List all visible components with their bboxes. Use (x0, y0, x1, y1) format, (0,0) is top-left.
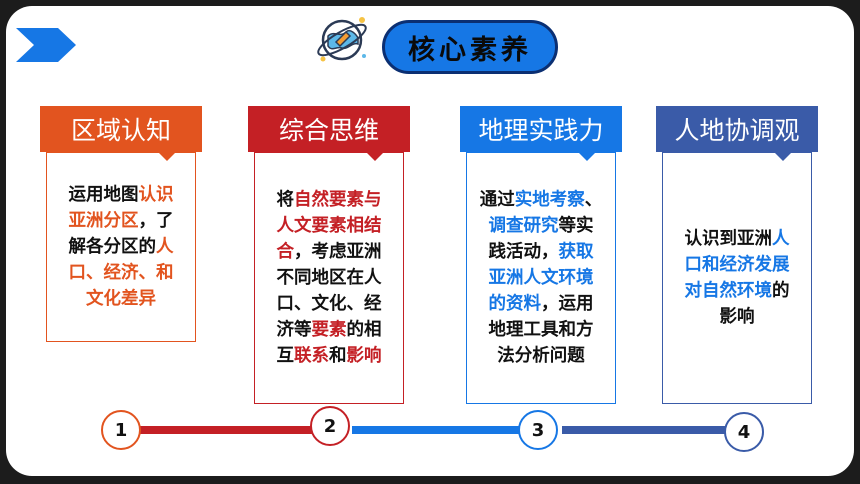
card-text-line: 认识到亚洲人 (685, 226, 790, 252)
highlight-text: 要素 (311, 320, 347, 340)
step-node-1: 1 (101, 410, 141, 450)
highlight-text: 对自然环境 (684, 281, 773, 301)
body-text: ，运用 (541, 294, 594, 314)
card-text-line: 济等要素的相 (277, 317, 382, 343)
highlight-text: 人 (772, 229, 790, 249)
card-text-line: 地理工具和方 (480, 317, 603, 343)
card-text-line: 合，考虑亚洲 (277, 239, 382, 265)
card-text-line: 文化差异 (69, 286, 174, 312)
card-text: 将自然要素与人文要素相结合，考虑亚洲不同地区在人口、文化、经济等要素的相互联系和… (277, 187, 382, 369)
body-text: 互 (276, 346, 295, 366)
highlight-text: 的资料 (488, 294, 542, 314)
body-text: 法分析问题 (497, 346, 585, 366)
card-body: 运用地图认识亚洲分区，了解各分区的人口、经济、和文化差异 (46, 152, 196, 342)
card-title: 综合思维 (248, 106, 410, 161)
card-human-land-harmony: 人地协调观 认识到亚洲人口和经济发展对自然环境的影响 (656, 106, 818, 404)
card-text-line: 调查研究等实 (480, 213, 603, 239)
card-body: 将自然要素与人文要素相结合，考虑亚洲不同地区在人口、文化、经济等要素的相互联系和… (254, 152, 404, 404)
body-text: 认识到亚洲 (684, 229, 773, 249)
highlight-text: 人 (156, 237, 174, 257)
body-text: 地理工具和方 (488, 320, 594, 340)
highlight-text: 亚洲分区 (68, 211, 139, 231)
timeline-segment-2 (352, 426, 542, 434)
body-text: 践活动， (488, 242, 559, 262)
body-text: 将 (276, 190, 295, 210)
highlight-text: 口和经济发展 (684, 255, 790, 275)
body-text: 通过 (479, 190, 515, 210)
highlight-text: 影响 (346, 346, 382, 366)
card-title: 人地协调观 (656, 106, 818, 161)
highlight-text: 口、经济、和 (68, 263, 174, 283)
body-text: ，了 (138, 211, 174, 231)
highlight-text: 获取 (558, 242, 594, 262)
highlight-text: 亚洲人文环境 (488, 268, 594, 288)
card-text-line: 人文要素相结 (277, 213, 382, 239)
card-text-line: 口和经济发展 (685, 252, 790, 278)
highlight-text: 联系 (294, 346, 329, 366)
card-text-line: 互联系和影响 (277, 343, 382, 369)
card-comprehensive-thinking: 综合思维 将自然要素与人文要素相结合，考虑亚洲不同地区在人口、文化、经济等要素的… (248, 106, 410, 404)
body-text: 运用地图 (68, 185, 139, 205)
body-text: 影响 (719, 307, 755, 327)
notch-icon (578, 152, 596, 161)
body-text: ，考虑亚洲 (294, 242, 382, 262)
notch-icon (366, 152, 384, 161)
card-geographic-practice: 地理实践力 通过实地考察、调查研究等实践活动，获取亚洲人文环境的资料，运用地理工… (460, 106, 622, 404)
card-title: 地理实践力 (460, 106, 622, 161)
card-text-line: 通过实地考察、 (480, 187, 603, 213)
body-text: 等实 (558, 216, 594, 236)
card-regional-cognition: 区域认知 运用地图认识亚洲分区，了解各分区的人口、经济、和文化差异 (40, 106, 202, 342)
highlight-text: 人文要素相结 (276, 216, 382, 236)
highlight-text: 认识 (138, 185, 174, 205)
card-title: 区域认知 (40, 106, 202, 161)
highlight-text: 自然要素与 (294, 190, 382, 210)
card-text-line: 将自然要素与 (277, 187, 382, 213)
chevron-arrow-icon (16, 28, 76, 62)
globe-icon (317, 17, 367, 62)
slide: 核心素养 区域认知 运用地图认识亚洲分区，了解各分区的人口、经济、和文化差异 综… (6, 6, 854, 476)
card-text: 认识到亚洲人口和经济发展对自然环境的影响 (685, 226, 790, 330)
highlight-text: 调查研究 (488, 216, 559, 236)
body-text: 口、文化、经 (276, 294, 382, 314)
card-text-line: 运用地图认识 (69, 182, 174, 208)
body-text: 的 (772, 281, 790, 301)
card-text-line: 解各分区的人 (69, 234, 174, 260)
step-node-4: 4 (724, 412, 764, 452)
body-text: 不同地区在人 (276, 268, 382, 288)
card-text-line: 不同地区在人 (277, 265, 382, 291)
body-text: 、 (584, 190, 603, 210)
highlight-text: 合 (276, 242, 295, 262)
card-text: 通过实地考察、调查研究等实践活动，获取亚洲人文环境的资料，运用地理工具和方法分析… (480, 187, 603, 369)
timeline-segment-1 (140, 426, 330, 434)
step-node-2: 2 (310, 406, 350, 446)
timeline-segment-3 (562, 426, 730, 434)
card-text-line: 对自然环境的 (685, 278, 790, 304)
body-text: 的相 (346, 320, 382, 340)
step-node-3: 3 (518, 410, 558, 450)
card-text-line: 践活动，获取 (480, 239, 603, 265)
body-text: 解各分区的 (68, 237, 157, 257)
card-text-line: 影响 (685, 304, 790, 330)
slide-title: 核心素养 (382, 20, 558, 74)
card-body: 通过实地考察、调查研究等实践活动，获取亚洲人文环境的资料，运用地理工具和方法分析… (466, 152, 616, 404)
card-text-line: 口、文化、经 (277, 291, 382, 317)
notch-icon (774, 152, 792, 161)
card-text-line: 法分析问题 (480, 343, 603, 369)
body-text: 济等 (276, 320, 312, 340)
card-text-line: 亚洲人文环境 (480, 265, 603, 291)
highlight-text: 文化差异 (86, 289, 156, 309)
notch-icon (158, 152, 176, 161)
card-body: 认识到亚洲人口和经济发展对自然环境的影响 (662, 152, 812, 404)
card-text-line: 的资料，运用 (480, 291, 603, 317)
card-text-line: 亚洲分区，了 (69, 208, 174, 234)
card-text: 运用地图认识亚洲分区，了解各分区的人口、经济、和文化差异 (69, 182, 174, 312)
highlight-text: 实地考察 (514, 190, 585, 210)
card-text-line: 口、经济、和 (69, 260, 174, 286)
body-text: 和 (329, 346, 347, 366)
